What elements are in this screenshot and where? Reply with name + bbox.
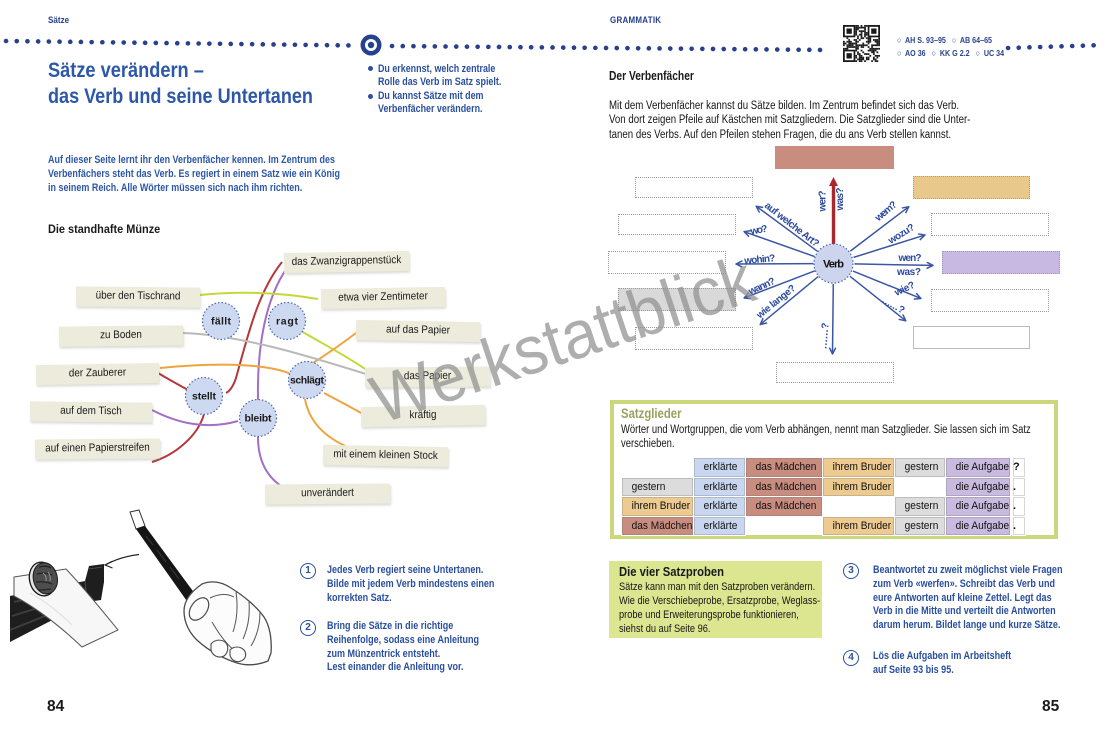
svg-text:ragt: ragt — [276, 316, 299, 328]
svg-text:wie?: wie? — [892, 280, 917, 299]
svg-text:stellt: stellt — [192, 391, 217, 403]
svg-text:Verb: Verb — [823, 259, 844, 271]
svg-text:wohin?: wohin? — [743, 253, 776, 267]
svg-text:bleibt: bleibt — [245, 413, 273, 425]
svg-text:schlägt: schlägt — [290, 375, 325, 387]
svg-text:was?: was? — [896, 267, 921, 278]
svg-text:wem?: wem? — [873, 199, 900, 224]
svg-text:......?: ......? — [880, 295, 906, 316]
svg-text:was?: was? — [835, 188, 846, 212]
svg-text:wen?: wen? — [898, 253, 922, 264]
svg-text:auf welche Art?: auf welche Art? — [762, 200, 821, 249]
svg-text:wer?: wer? — [818, 191, 829, 213]
svg-text:......?: ......? — [818, 322, 831, 349]
svg-text:wozu?: wozu? — [886, 222, 917, 247]
svg-text:wann?: wann? — [746, 276, 777, 298]
svg-text:fällt: fällt — [211, 316, 232, 328]
svg-text:wo?: wo? — [749, 224, 769, 238]
